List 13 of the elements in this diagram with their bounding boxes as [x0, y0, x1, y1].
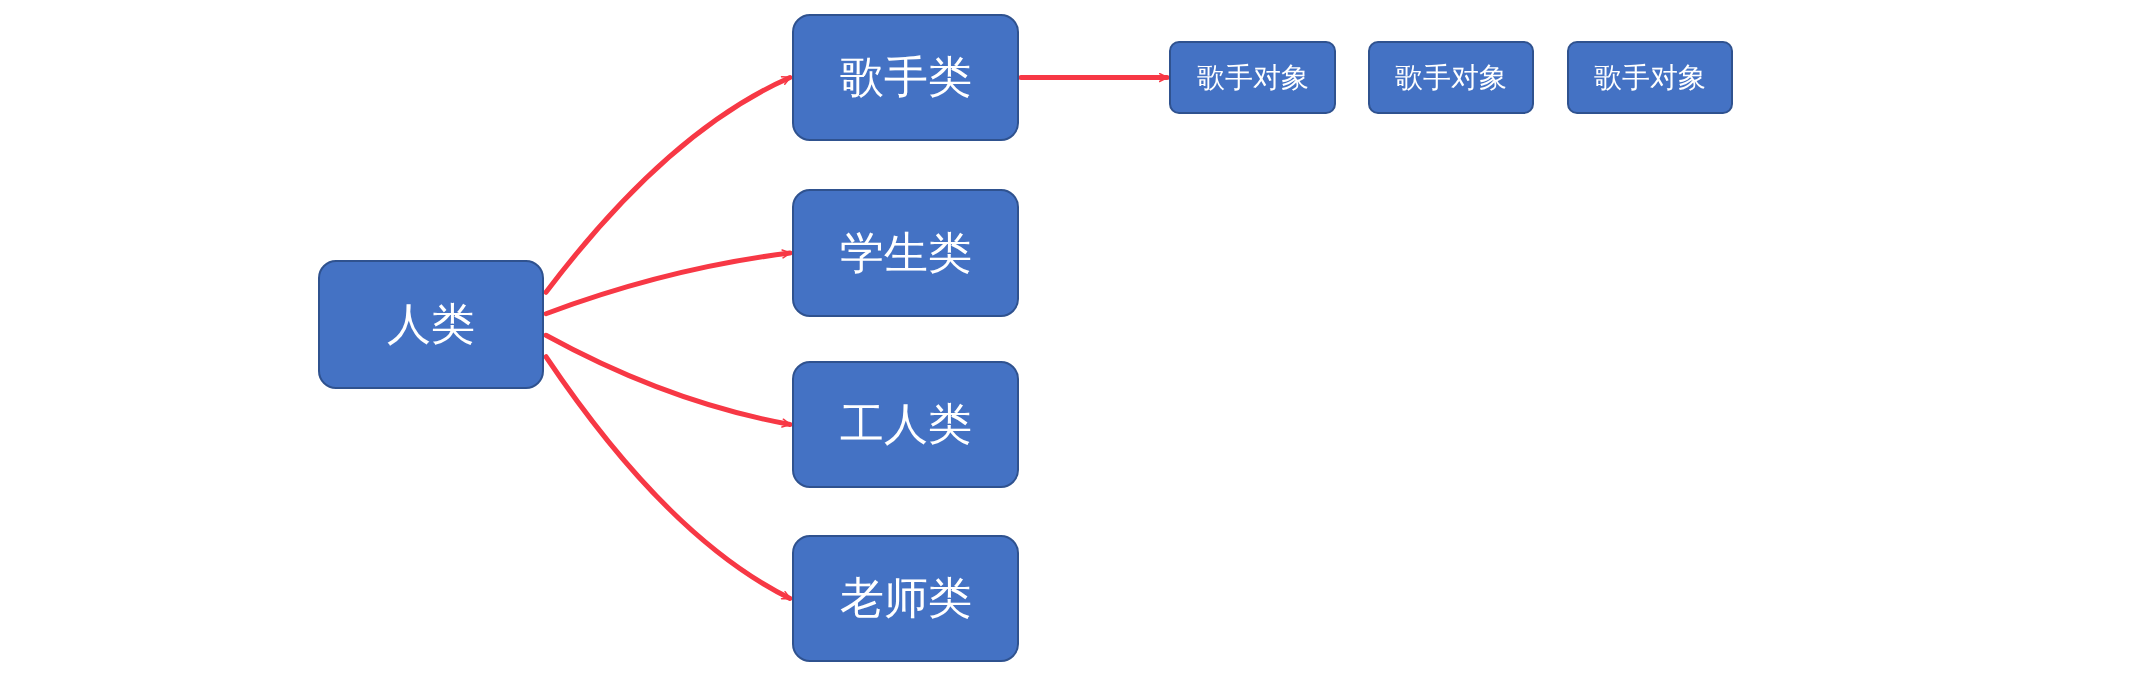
object-box: 歌手对象: [1169, 41, 1336, 114]
class-box: 歌手类: [792, 14, 1019, 141]
arrow: [543, 249, 793, 317]
object-box: 歌手对象: [1567, 41, 1733, 114]
arrow: [543, 354, 793, 601]
class-box: 老师类: [792, 535, 1019, 662]
class-box: 学生类: [792, 189, 1019, 317]
class-box: 人类: [318, 260, 544, 389]
arrow: [543, 75, 793, 295]
arrow: [543, 332, 793, 428]
arrow: [1018, 72, 1170, 83]
object-box: 歌手对象: [1368, 41, 1534, 114]
class-box: 工人类: [792, 361, 1019, 488]
